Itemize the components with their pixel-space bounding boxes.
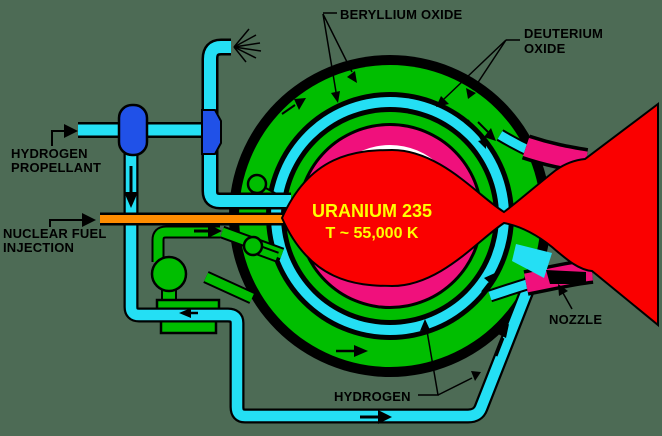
hydrogen-label: HYDROGEN <box>334 389 411 404</box>
leader-lines <box>49 12 573 396</box>
hydrogen-loop-pipe <box>125 152 543 422</box>
nuclear-fuel-injection-label-line2: INJECTION <box>3 240 74 255</box>
deuterium-oxide-label-line1: DEUTERIUM <box>524 26 603 41</box>
beryllium-oxide-label: BERYLLIUM OXIDE <box>340 7 463 22</box>
hydrogen-propellant-label-line1: HYDROGEN <box>11 146 88 161</box>
core-material-label: URANIUM 235 <box>312 201 432 221</box>
accumulator-valve <box>117 103 149 157</box>
hydrogen-propellant-label-line2: PROPELLANT <box>11 160 101 175</box>
nuclear-fuel-injection-label-line1: NUCLEAR FUEL <box>3 226 107 241</box>
deuterium-oxide-label-line2: OXIDE <box>524 41 566 56</box>
ring-flow-arrows <box>281 98 496 357</box>
nozzle-throat <box>512 244 552 278</box>
hydrogen-piping <box>78 28 545 424</box>
turbopump-assembly <box>150 224 285 335</box>
relief-valve <box>201 109 222 155</box>
core-temperature-label: T ~ 55,000 K <box>326 225 419 242</box>
nozzle-block <box>546 270 586 284</box>
relief-spray <box>233 28 262 63</box>
uranium-core-and-plume <box>280 101 659 328</box>
nozzle-label: NOZZLE <box>549 312 602 327</box>
pump-housing <box>150 255 188 293</box>
